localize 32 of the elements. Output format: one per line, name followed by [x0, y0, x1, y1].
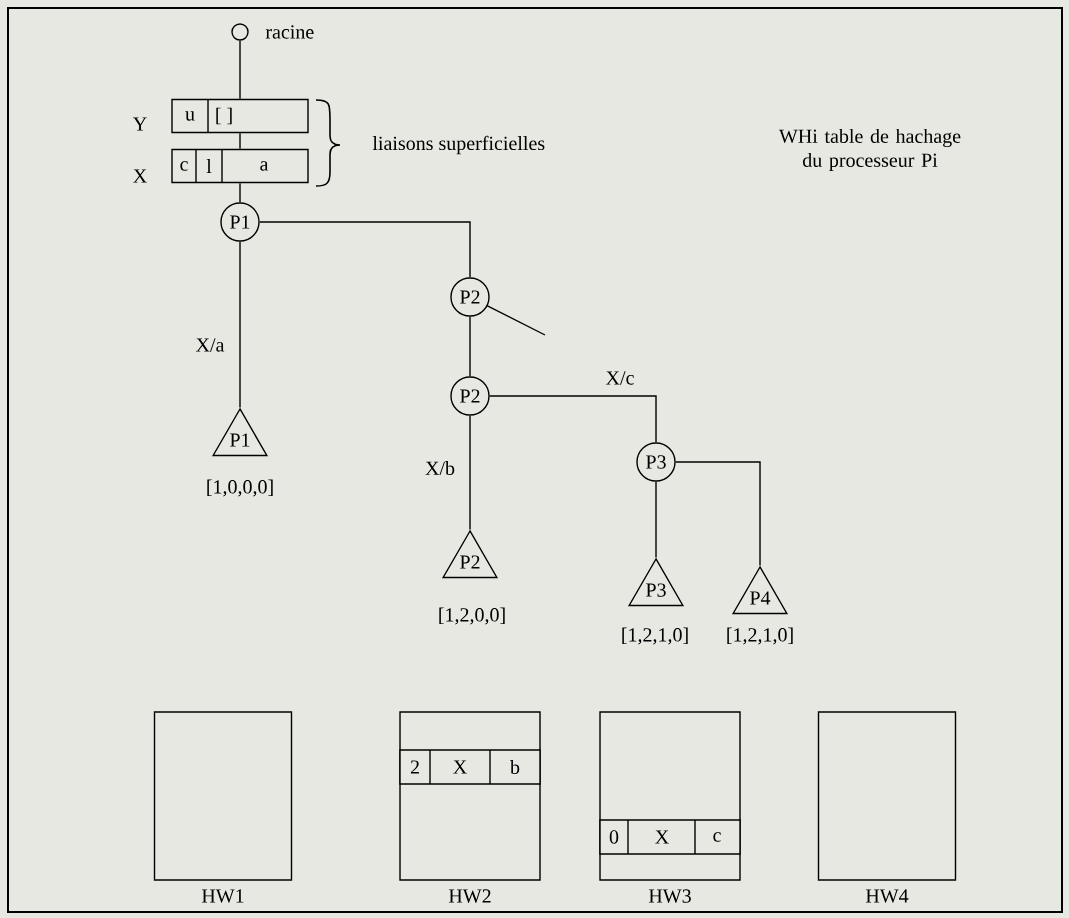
connector [239, 241, 241, 409]
record-box: c l a [171, 148, 309, 184]
node-caption: [1,2,1,0] [727, 627, 793, 645]
node-label: HW3 [648, 889, 691, 903]
node-label: HW1 [201, 889, 244, 903]
node-caption: Y [133, 117, 147, 131]
node-caption: X [133, 169, 147, 183]
record-box: 2 X b [399, 749, 541, 785]
connector [655, 481, 657, 559]
node-caption: [1,2,1,0] [622, 627, 688, 645]
hash-table-box: HW1 [153, 711, 293, 903]
node-label: HW4 [865, 889, 909, 903]
connector [489, 395, 657, 443]
connector [486, 304, 546, 336]
annotation: liaisons superficielles [372, 135, 545, 155]
node-caption: [1,2,0,0] [439, 607, 505, 625]
annotation: WHi table de hachage du processeur Pi [778, 128, 961, 172]
node-label: HW2 [448, 889, 491, 903]
connector [239, 132, 241, 150]
connector [469, 316, 471, 377]
record-box: 0 X c [599, 819, 741, 855]
node-caption: [1,0,0,0] [207, 479, 273, 497]
hash-table-box: HW4 [817, 711, 957, 903]
edge-label: X/c [604, 370, 636, 386]
connector [239, 182, 241, 203]
connector [259, 221, 471, 278]
connector [675, 461, 761, 567]
edge-label: X/a [194, 337, 226, 353]
connector [469, 415, 471, 531]
node-caption: racine [265, 25, 314, 39]
record-box: u [ ] [171, 98, 309, 134]
connector [239, 40, 241, 100]
